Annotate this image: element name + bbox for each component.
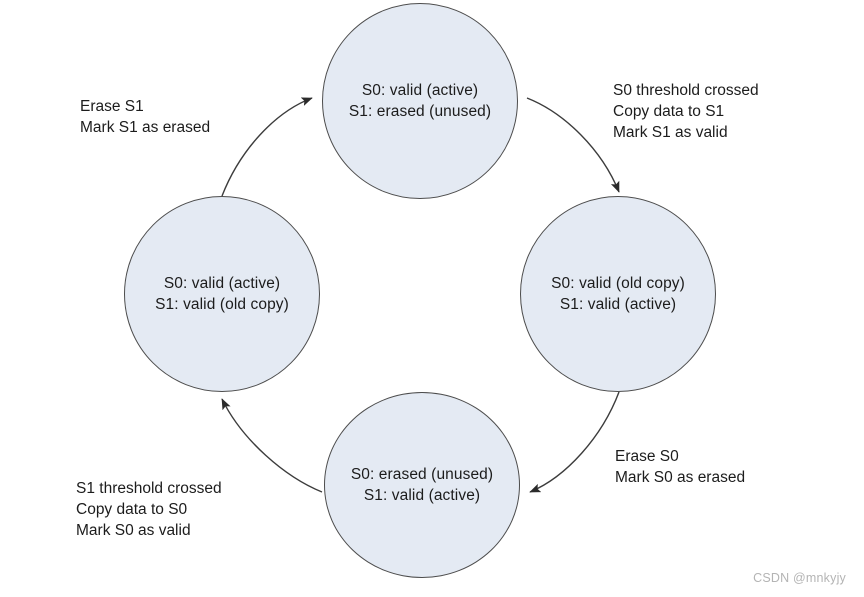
state-left-line1: S0: valid (active) bbox=[163, 275, 281, 292]
edge-label-right-to-bottom: Erase S0 Mark S0 as erased bbox=[615, 446, 745, 488]
edge-label-right-to-bottom-line1: Erase S0 bbox=[615, 448, 679, 465]
edge-label-bottom-to-left-line3: Mark S0 as valid bbox=[76, 522, 191, 539]
state-bottom-line1: S0: erased (unused) bbox=[350, 466, 494, 483]
edge-label-top-to-right-line3: Mark S1 as valid bbox=[613, 124, 728, 141]
edge-label-top-to-right-line2: Copy data to S1 bbox=[613, 103, 725, 120]
edge-top-to-right bbox=[526, 97, 620, 193]
state-node-right[interactable]: S0: valid (old copy) S1: valid (active) bbox=[520, 196, 716, 392]
edge-label-bottom-to-left: S1 threshold crossed Copy data to S0 Mar… bbox=[76, 478, 222, 541]
edge-label-bottom-to-left-line2: Copy data to S0 bbox=[76, 501, 188, 518]
state-top-line2: S1: erased (unused) bbox=[348, 103, 492, 120]
state-right-line1: S0: valid (old copy) bbox=[551, 275, 685, 292]
edge-label-left-to-top-line1: Erase S1 bbox=[80, 98, 144, 115]
state-top-line1: S0: valid (active) bbox=[361, 82, 479, 99]
state-node-bottom[interactable]: S0: erased (unused) S1: valid (active) bbox=[324, 392, 520, 578]
edge-right-to-bottom bbox=[529, 391, 620, 493]
state-node-left[interactable]: S0: valid (active) S1: valid (old copy) bbox=[124, 196, 320, 392]
edge-left-to-top bbox=[221, 97, 313, 197]
watermark: CSDN @mnkyjy bbox=[753, 571, 846, 585]
edge-label-left-to-top-line2: Mark S1 as erased bbox=[80, 119, 211, 136]
state-bottom-line2: S1: valid (active) bbox=[363, 487, 481, 504]
edge-label-top-to-right-line1: S0 threshold crossed bbox=[613, 82, 759, 99]
state-right-line2: S1: valid (active) bbox=[559, 296, 677, 313]
edge-bottom-to-left bbox=[221, 398, 323, 493]
edge-label-bottom-to-left-line1: S1 threshold crossed bbox=[76, 480, 222, 497]
edge-label-right-to-bottom-line2: Mark S0 as erased bbox=[615, 469, 746, 486]
edge-label-left-to-top: Erase S1 Mark S1 as erased bbox=[80, 96, 210, 138]
edge-label-top-to-right: S0 threshold crossed Copy data to S1 Mar… bbox=[613, 80, 759, 143]
state-left-line2: S1: valid (old copy) bbox=[155, 296, 289, 313]
state-node-top[interactable]: S0: valid (active) S1: erased (unused) bbox=[322, 3, 518, 199]
